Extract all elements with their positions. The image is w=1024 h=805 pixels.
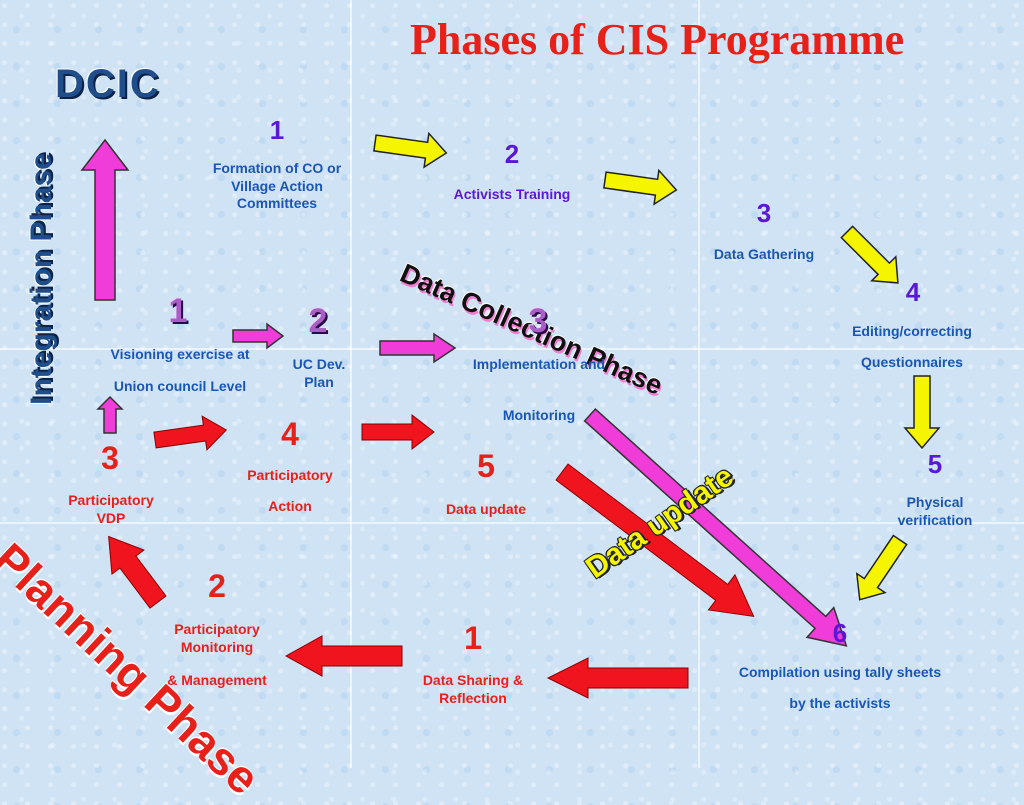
pink-arrow-2-3: [379, 332, 457, 364]
plan-step-2-label-line2: & Management: [167, 672, 267, 688]
pink-arrow-small-up: [96, 395, 124, 434]
plan-step-2-label-line1: Participatory Monitoring: [174, 621, 260, 655]
plan-step-3-label: Participatory VDP: [68, 492, 154, 526]
dc-step-5-label: Physical verification: [897, 494, 973, 528]
dc-step-4-label-line2: Questionnaires: [861, 354, 963, 370]
int-step-2-label: UC Dev. Plan: [292, 356, 346, 390]
red-arrow-4-5: [361, 413, 435, 451]
yellow-arrow-2-3: [603, 168, 678, 206]
grid-line: [698, 0, 700, 768]
dc-step-6-number: 6: [832, 618, 848, 648]
yellow-arrow-1-2: [373, 131, 448, 169]
red-arrow-3-4: [153, 415, 228, 451]
yellow-arrow-5-6: [855, 534, 908, 601]
yellow-arrow-4-5: [903, 375, 941, 450]
pink-arrow-up-dcic: [80, 138, 130, 301]
int-step-1-label-line2: Union council Level: [113, 378, 247, 394]
grid-line: [350, 0, 352, 768]
plan-step-1-number: 1: [464, 620, 482, 656]
red-arrow-1-2: [284, 635, 403, 677]
dc-step-3-number: 3: [756, 198, 772, 228]
dc-step-5-number: 5: [927, 449, 943, 479]
dc-step-6-label-line1: Compilation using tally sheets: [738, 664, 942, 680]
dc-step-2-number: 2: [504, 139, 520, 169]
plan-step-4-label-line2: Action: [268, 498, 312, 514]
int-step-1-label-line1: Visioning exercise at: [110, 346, 250, 362]
dc-step-4-label-line1: Editing/correcting: [852, 323, 972, 339]
red-arrow-6-1: [546, 657, 689, 699]
dc-step-6-label-line2: by the activists: [789, 695, 891, 711]
yellow-arrow-3-4: [840, 225, 899, 284]
pink-arrow-1-2: [232, 322, 285, 350]
dc-step-4-number: 4: [905, 277, 921, 307]
page-title: Phases of CIS Programme: [410, 15, 905, 64]
dc-step-1-number: 1: [269, 115, 285, 145]
int-step-3-number: 3: [528, 302, 548, 340]
pink-arrow-monitoring-to-6: [583, 407, 848, 647]
red-arrow-2-3: [108, 535, 167, 609]
dc-step-2-label: Activists Training: [453, 186, 571, 202]
dc-step-3-label: Data Gathering: [713, 246, 815, 262]
int-step-1-number: 1: [168, 292, 188, 330]
int-step-2-number: 2: [308, 302, 328, 340]
plan-step-2-number: 2: [208, 568, 226, 604]
arrows-layer: [80, 131, 941, 699]
plan-step-4-label-line1: Participatory: [247, 467, 333, 483]
dcic-label: DCIC: [55, 62, 161, 106]
plan-step-5-number: 5: [477, 448, 495, 484]
plan-step-1-label: Data Sharing & Reflection: [422, 672, 524, 706]
integration-phase-label: Integration Phase: [25, 153, 58, 405]
grid-line: [0, 522, 1024, 524]
int-step-3-label-line2: Monitoring: [502, 407, 576, 423]
red-arrow-5-6: [555, 463, 755, 618]
int-step-3-label-line1: Implementation and: [472, 356, 606, 372]
dc-step-1-label: Formation of CO or Village Action Commit…: [212, 160, 342, 211]
plan-step-5-label: Data update: [445, 501, 527, 517]
grid-line: [0, 348, 1024, 350]
plan-step-3-number: 3: [101, 440, 119, 476]
plan-step-4-number: 4: [281, 416, 299, 452]
